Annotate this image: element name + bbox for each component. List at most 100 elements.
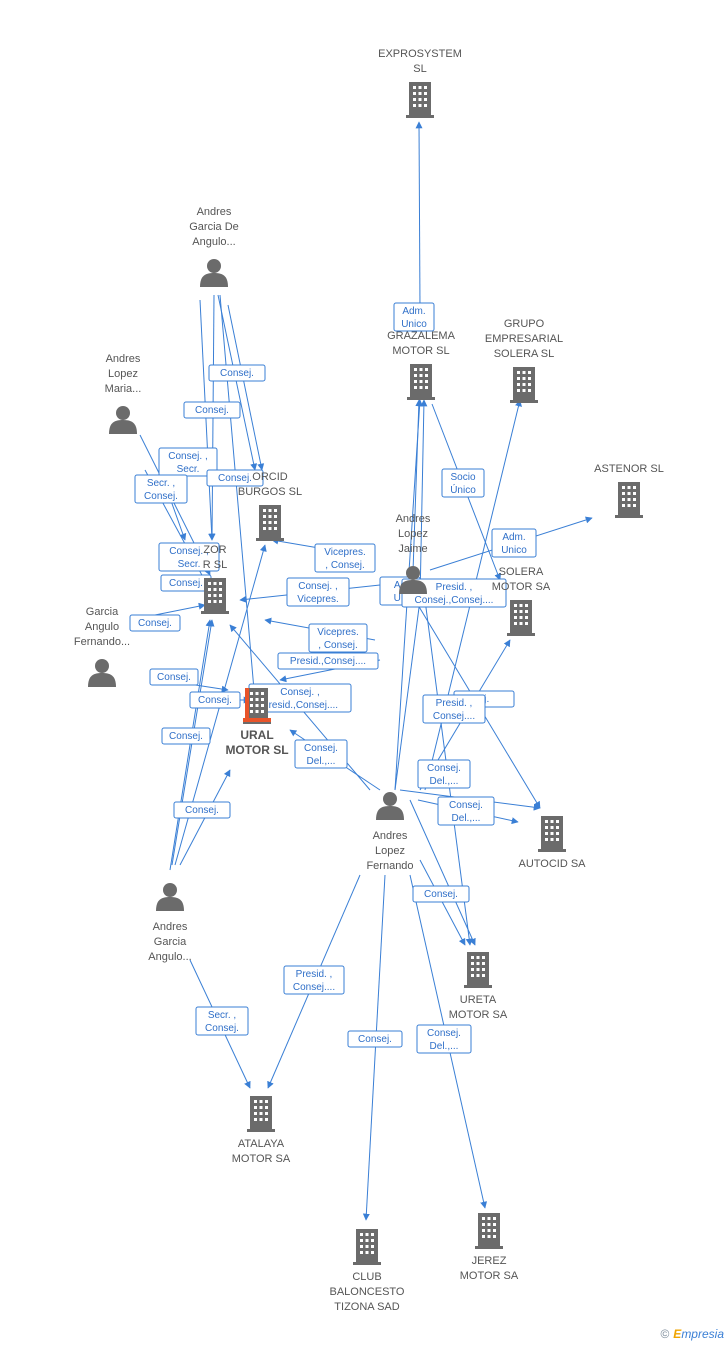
edge-connector-5 [409,799,476,946]
edge-label-box [441,468,485,498]
edge-label-text: Único [450,483,476,496]
edge-label-9[interactable]: Consej. ,Secr. [158,542,220,572]
edge-label-box [189,691,241,709]
person-icon [200,259,228,287]
edge-label-box [437,796,495,826]
edge-label-19[interactable]: Consej. [189,691,241,709]
edge-label-box [183,401,241,419]
edge-label-box [283,965,345,995]
edge-label-14[interactable]: Consej. [129,614,181,632]
node-label: Fernando [366,860,413,872]
edge-label-4[interactable]: Consej. [206,469,264,487]
edge-label-16[interactable]: Presid.,Consej.... [277,652,379,670]
node-label: Andres [197,206,232,218]
edge-label-0[interactable]: Adm.Unico [393,302,435,332]
edge-label-1[interactable]: Consej. [208,364,266,382]
building-icon [256,505,284,541]
edge-label-box [158,447,218,477]
edge-label-text: Consej. [424,889,458,900]
edge-label-box [314,543,376,573]
edge-label-17[interactable]: Consej. [149,668,199,686]
node-label: Garcia [86,606,119,618]
node-astenor[interactable]: ASTENOR SL [594,463,664,518]
edge-label-text: Consej. [427,763,461,774]
node-label: MOTOR SA [232,1153,291,1165]
edge-label-box [149,668,199,686]
empresia-brand: ©Empresia [660,1327,724,1341]
edge-label-15[interactable]: Vicepres., Consej. [308,623,368,653]
edge-label-21[interactable]: Presid. ,Consej.... [422,694,486,724]
edge-label-7[interactable]: Adm.Unico [491,528,537,558]
node-label: SOLERA SL [494,348,555,360]
node-garcia-angulo-fernando[interactable]: GarciaAnguloFernando... [74,606,130,687]
node-label: Andres [153,921,188,933]
edge-label-2[interactable]: Consej. [183,401,241,419]
edge-label-30[interactable]: Consej. [347,1030,403,1048]
edge-label-5[interactable]: Secr. ,Consej. [134,474,188,504]
copyright-symbol: © [660,1327,670,1341]
edge-label-28[interactable]: Presid. ,Consej.... [283,965,345,995]
edge-label-24[interactable]: Consej.Del.,... [417,759,471,789]
edge-label-3[interactable]: Consej. ,Secr. [158,447,218,477]
edge-label-text: , Consej. [325,560,364,571]
edge-label-8[interactable]: Vicepres., Consej. [314,543,376,573]
edge-label-box [347,1030,403,1048]
edge-label-text: Vicepres. [297,594,339,605]
building-icon [464,952,492,988]
focus-highlight [243,688,271,722]
edge-label-text: Consej. [220,368,254,379]
building-icon [201,578,229,614]
edge-label-26[interactable]: Consej.Del.,... [437,796,495,826]
edge-label-27[interactable]: Consej. [412,885,470,903]
edge-label-text: Consej. [138,618,172,629]
edge-label-text: Consej. [427,1028,461,1039]
building-icon [247,1096,275,1132]
edge-label-23[interactable]: Consej.Del.,... [294,739,348,769]
node-andres-lopez-maria[interactable]: AndresLopezMaria... [105,353,142,434]
node-andres-garcia-angulo[interactable]: AndresGarciaAngulo... [148,883,192,963]
edge-label-box [195,1006,249,1036]
edge-label-text: Consej. , [168,451,207,462]
node-label: Maria... [105,383,142,395]
node-label: Lopez [108,368,138,380]
edge-label-text: Consej. [169,578,203,589]
node-label: MOTOR SL [392,345,449,357]
edge-label-text: Ad [394,580,406,591]
edge-label-11[interactable]: Consej. ,Vicepres. [286,577,350,607]
edge-label-text: Consej. [304,743,338,754]
node-label: Lopez [398,528,428,540]
node-label: AUTOCID SA [518,858,586,870]
edge-label-10[interactable]: Consej. [160,574,212,592]
node-label: ZOR [203,544,226,556]
node-label: Garcia De [189,221,239,233]
node-autocid[interactable]: AUTOCID SA [518,816,586,870]
edge-label-box [173,801,231,819]
node-label: ASTENOR SL [594,463,664,475]
edge-label-22[interactable]: Consej. [161,727,211,745]
node-label: JEREZ [472,1255,507,1267]
edge-label-text: Consej. [449,800,483,811]
node-label: CLUB [352,1271,381,1283]
edge-label-29[interactable]: Secr. ,Consej. [195,1006,249,1036]
node-label: SL [413,63,426,75]
edge-label-18[interactable]: Consej. ,Presid.,Consej.... [248,683,352,713]
edge-label-25[interactable]: Consej. [173,801,231,819]
building-icon [406,82,434,118]
edge-label-31[interactable]: Consej.Del.,... [416,1024,472,1054]
